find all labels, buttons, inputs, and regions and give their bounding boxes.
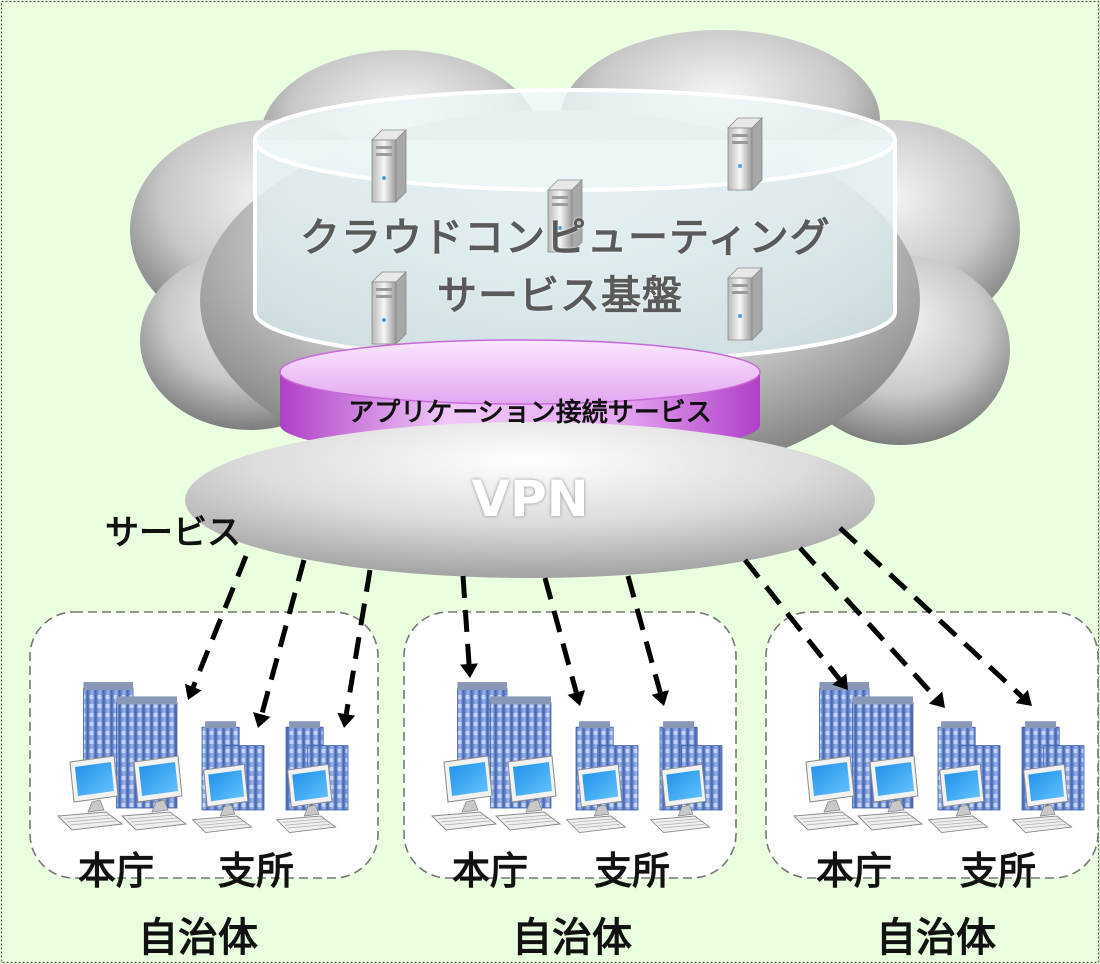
main-office-label-1: 本庁 xyxy=(78,849,155,893)
computer-icon xyxy=(792,755,860,831)
computer-icon xyxy=(927,763,989,834)
computer-icon xyxy=(1011,763,1073,834)
computer-icon xyxy=(120,755,188,831)
vpn-cloud xyxy=(185,422,875,578)
branch-label-2: 支所 xyxy=(594,849,671,893)
computer-icon xyxy=(430,755,498,831)
computer-icon xyxy=(565,763,627,834)
server-icon xyxy=(727,117,763,191)
arrow xyxy=(460,575,479,678)
server-icon xyxy=(547,179,583,253)
arrow xyxy=(337,569,373,728)
group-box-2 xyxy=(403,611,737,879)
municipality-label-3: 自治体 xyxy=(876,915,996,961)
computer-icon xyxy=(191,763,253,834)
server-icon xyxy=(727,267,763,341)
municipality-label-1: 自治体 xyxy=(138,915,258,961)
servers xyxy=(371,117,763,345)
group-box-3 xyxy=(765,611,1099,879)
computer-icon xyxy=(856,755,924,831)
cloud-title-line2: サービス基盤 xyxy=(437,273,683,319)
arrow xyxy=(253,559,307,728)
computer-icon xyxy=(56,755,124,831)
server-icon xyxy=(371,129,407,203)
branch-label-3: 支所 xyxy=(960,849,1037,893)
arrow xyxy=(743,558,848,690)
service-label: サービス xyxy=(105,513,241,553)
municipality-label-2: 自治体 xyxy=(512,915,632,961)
server-icon xyxy=(371,271,407,345)
computer-icon xyxy=(494,755,562,831)
arrow xyxy=(542,577,585,706)
arrow xyxy=(184,555,249,700)
computer-icon xyxy=(275,763,337,834)
computer-icon xyxy=(649,763,711,834)
cloud-title-line1: クラウドコンピューティング xyxy=(300,215,831,261)
arrow xyxy=(838,526,1032,706)
main-office-label-3: 本庁 xyxy=(816,849,893,893)
service-arrows xyxy=(184,526,1032,728)
arrow xyxy=(798,546,945,708)
main-office-label-2: 本庁 xyxy=(452,849,529,893)
sites xyxy=(56,682,1085,834)
app-service-label: アプリケーション接続サービス xyxy=(348,398,712,428)
branch-label-1: 支所 xyxy=(218,849,295,893)
vpn-label: VPN xyxy=(471,470,589,528)
arrow xyxy=(625,575,669,706)
